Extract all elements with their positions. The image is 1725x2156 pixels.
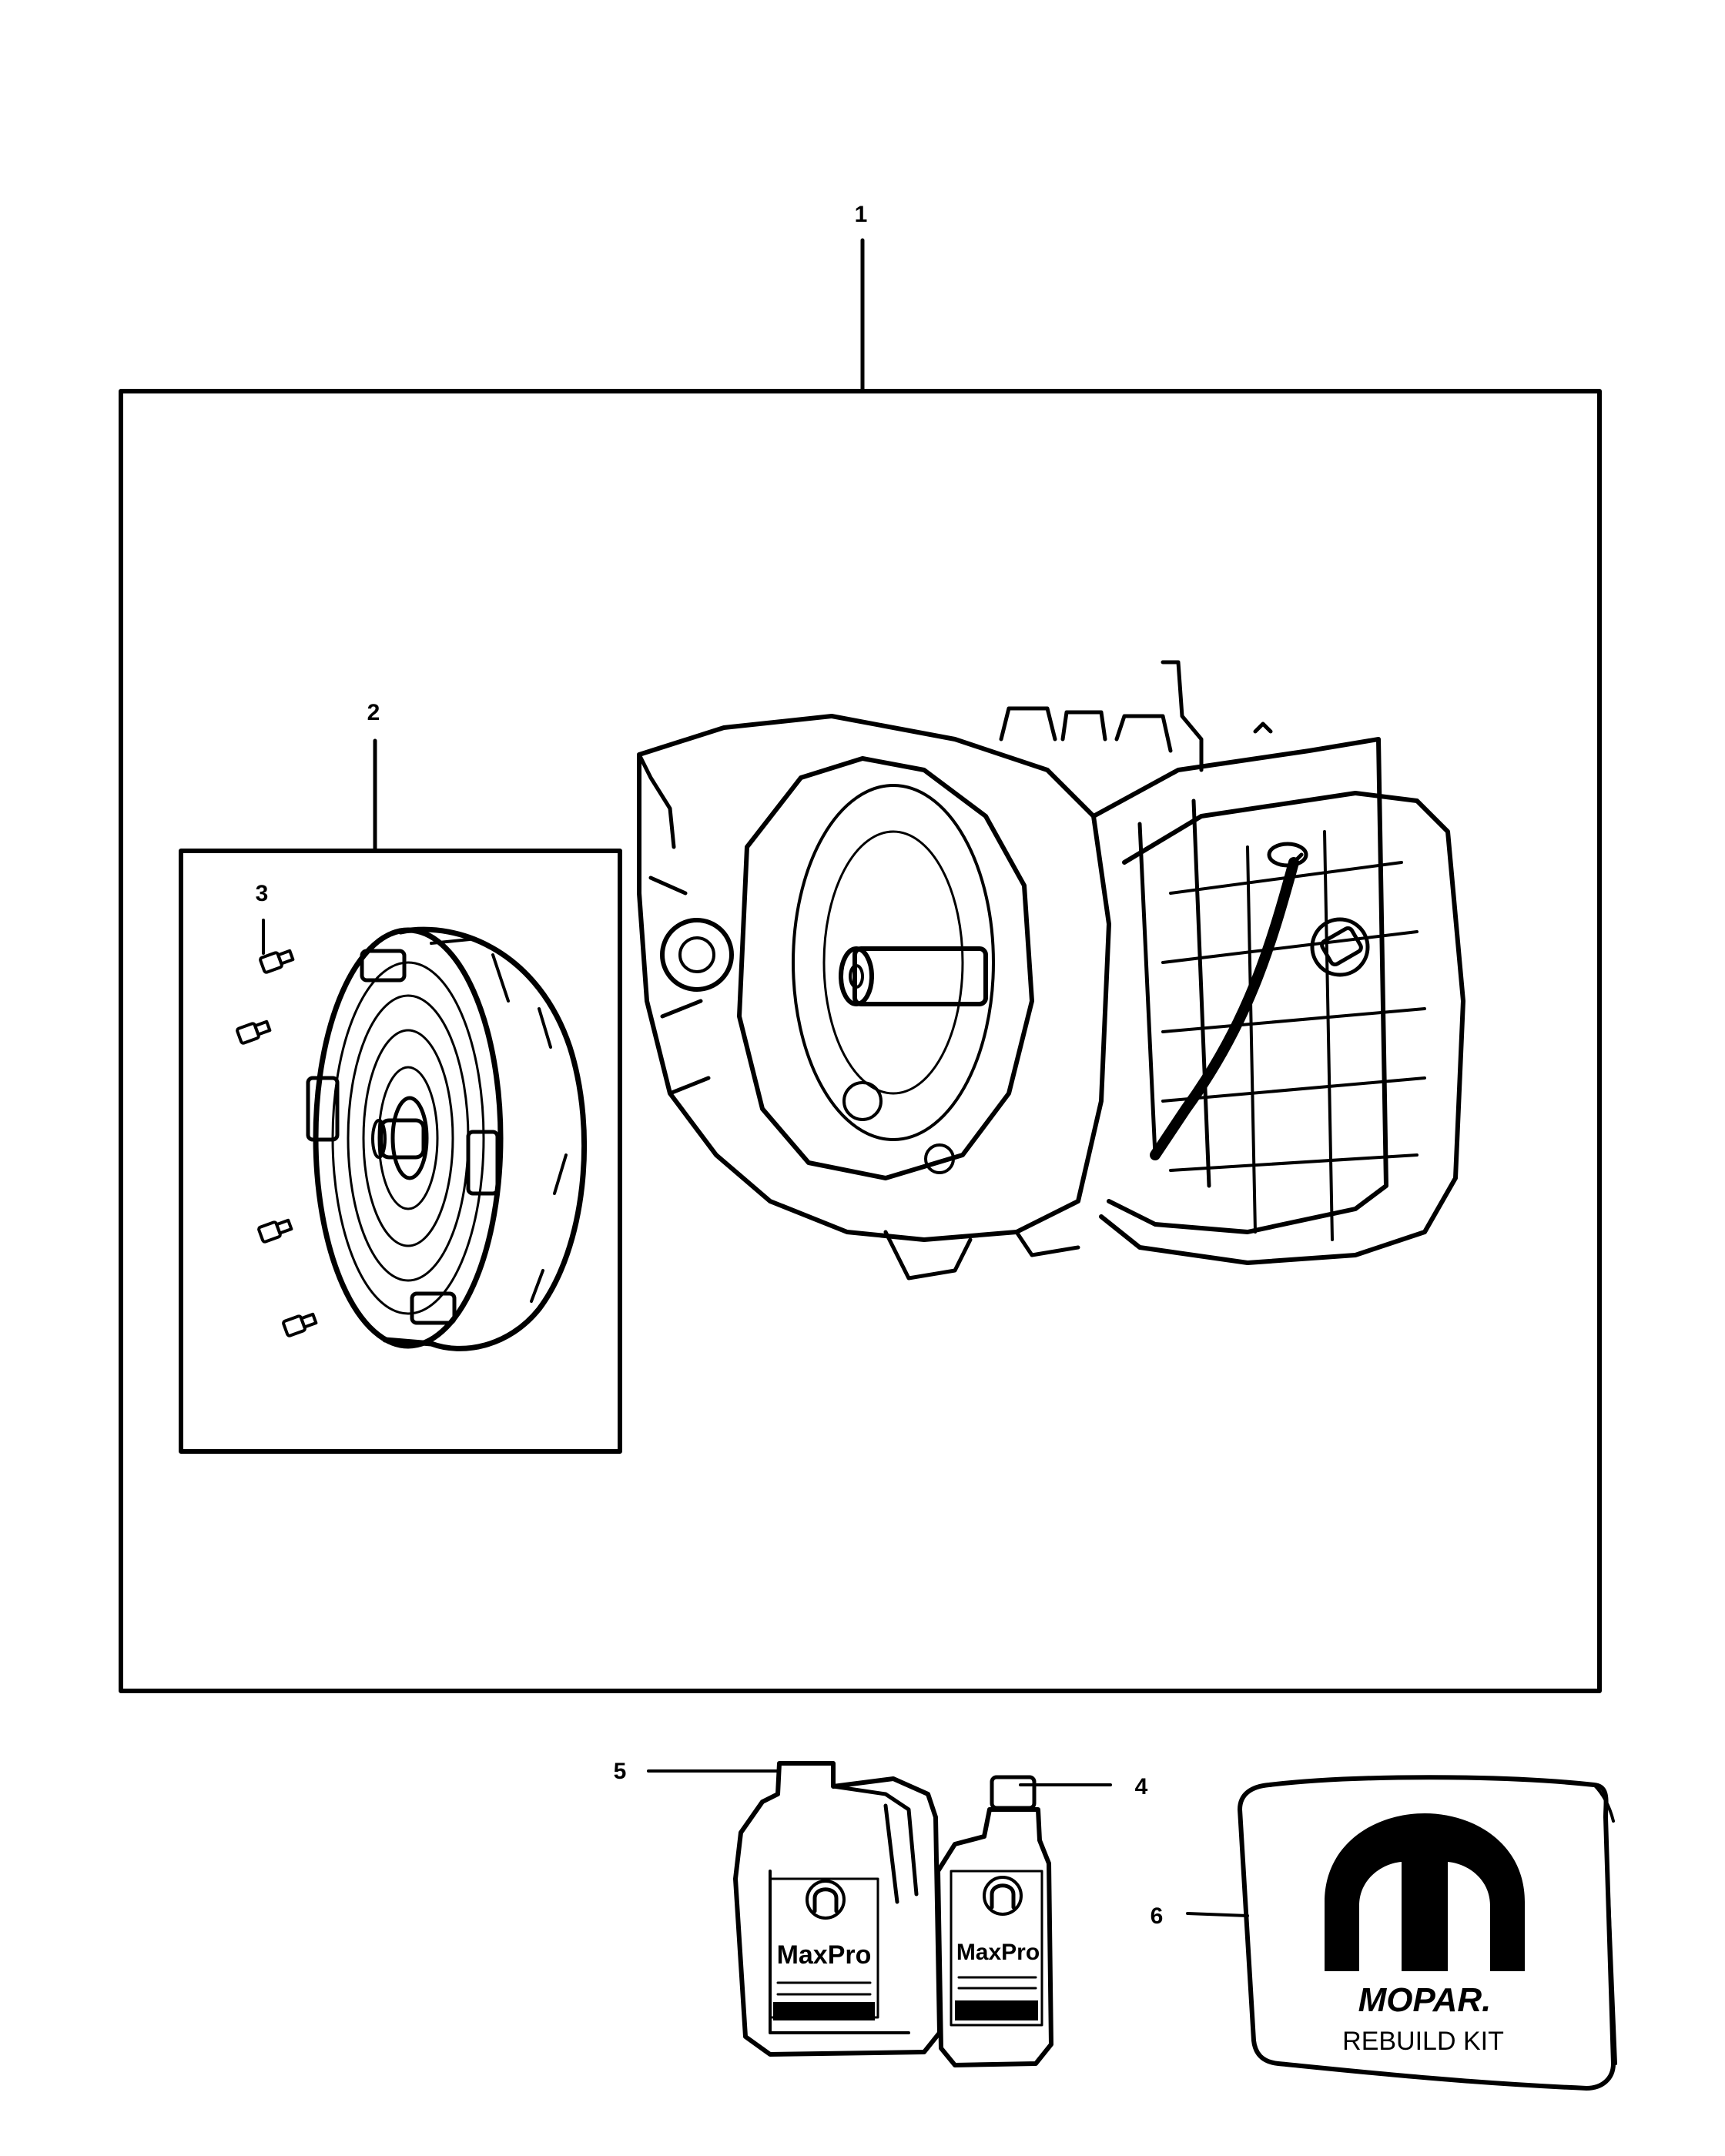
converter-bolts xyxy=(236,949,318,1337)
callout-4: 4 xyxy=(1019,1774,1148,1799)
bolt xyxy=(259,949,295,974)
transmission-assembly xyxy=(637,660,1465,1281)
bolt xyxy=(257,1218,293,1244)
bottle-brand: MaxPro xyxy=(956,1940,1040,1965)
input-shaft xyxy=(852,946,988,1006)
converter-frame xyxy=(179,849,622,1454)
converter-lug xyxy=(466,1130,500,1196)
callout-6-leader xyxy=(1186,1912,1249,1917)
callout-5: 5 xyxy=(614,1759,781,1784)
callout-6-label: 6 xyxy=(1151,1903,1164,1929)
torque-converter xyxy=(306,926,588,1351)
fluid-bottle: MaxPro xyxy=(936,1775,1053,2067)
jug-brand: MaxPro xyxy=(777,1940,872,1970)
callout-3: 3 xyxy=(256,881,269,955)
bolt xyxy=(282,1312,318,1337)
callout-2: 2 xyxy=(367,700,380,853)
callout-4-label: 4 xyxy=(1135,1774,1148,1799)
converter-lug xyxy=(306,1076,340,1142)
callout-5-label: 5 xyxy=(614,1759,627,1784)
callout-6: 6 xyxy=(1151,1903,1249,1929)
kit-title: REBUILD KIT xyxy=(1342,2027,1504,2056)
kit-logo-text: MOPAR. xyxy=(1358,1981,1492,2019)
fluid-jug: MaxPro xyxy=(733,1761,942,2057)
assembly-frame xyxy=(119,389,1602,1693)
callout-1-label: 1 xyxy=(855,202,868,227)
callout-1: 1 xyxy=(855,202,868,393)
callout-3-label: 3 xyxy=(256,881,269,906)
callout-2-label: 2 xyxy=(367,700,380,725)
converter-lug xyxy=(410,1291,457,1325)
bolt xyxy=(236,1019,272,1045)
rebuild-kit-box: MOPAR. REBUILD KIT xyxy=(1238,1775,1617,2091)
mopar-logo xyxy=(1325,1813,1525,1971)
converter-lug xyxy=(360,949,407,983)
